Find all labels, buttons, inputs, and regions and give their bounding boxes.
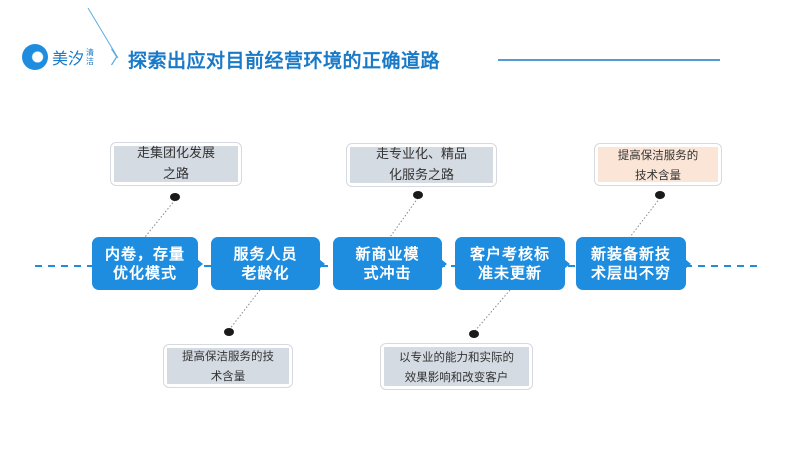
note-top-2: 走专业化、精品化服务之路 (346, 143, 497, 187)
connector-dot (224, 328, 234, 336)
connector-dot (413, 191, 423, 199)
note-bottom-2: 以专业的能力和实际的效果影响和改变客户 (380, 343, 533, 390)
step-5: 新装备新技术层出不穷 (576, 237, 691, 290)
note-bottom-1: 提高保洁服务的技术含量 (163, 344, 293, 388)
step-3: 新商业模式冲击 (333, 237, 447, 290)
logo-swirl-icon (22, 44, 48, 70)
logo-name: 美汐 (52, 49, 85, 68)
connector-dot (655, 191, 665, 199)
step-1: 内卷，存量优化模式 (92, 237, 203, 290)
note-top-3: 提高保洁服务的技术含量 (594, 143, 722, 186)
chevron-right-icon: 〉 (110, 48, 128, 69)
logo-sub: 清洁 (86, 48, 95, 66)
step-2: 服务人员老龄化 (211, 237, 325, 290)
logo: 美汐 清洁 (22, 44, 95, 70)
note-top-1: 走集团化发展之路 (110, 142, 242, 186)
connector-dot (170, 193, 180, 201)
page-title: 探索出应对目前经营环境的正确道路 (128, 50, 441, 72)
step-4: 客户考核标准未更新 (455, 237, 570, 290)
connector-dot (469, 330, 479, 338)
